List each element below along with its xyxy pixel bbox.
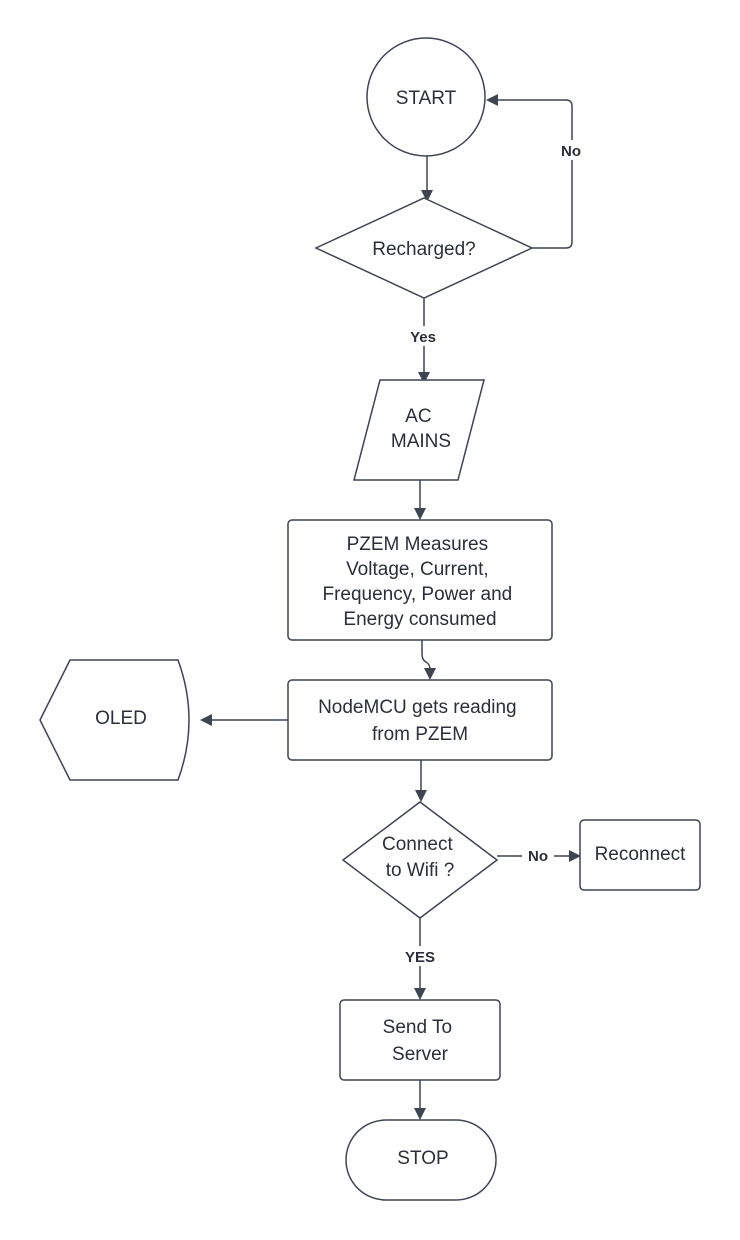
send-process: Send To Server [339,999,501,1081]
start-node: START [366,37,486,157]
edge-label-wifi-yes: YES [405,949,435,966]
reconnect-label: Reconnect [595,844,687,865]
send-label: Send To Server [383,1017,458,1065]
start-label: START [396,88,457,109]
nodemcu-label: NodeMCU gets reading from PZEM [318,697,522,745]
pzem-label: PZEM Measures Voltage, Current, Frequenc… [322,534,517,630]
stop-label: STOP [397,1148,448,1169]
ac-mains-input: AC MAINS [353,379,485,481]
reconnect-process: Reconnect [579,819,701,891]
edge-labels: No Yes No YES [398,140,588,966]
edge-label-wifi-no: No [528,848,548,865]
oled-label: OLED [95,708,147,729]
wifi-decision: Connect to Wifi ? [341,801,499,919]
recharged-label: Recharged? [372,239,476,260]
nodemcu-process: NodeMCU gets reading from PZEM [287,679,553,761]
wifi-label: Connect to Wifi ? [382,834,458,881]
stop-node: STOP [345,1119,497,1201]
edge-recharged-no-loop [486,94,573,249]
ac-mains-label: AC MAINS [391,406,451,452]
edge-pzem-to-nodemcu [421,640,436,680]
pzem-process: PZEM Measures Voltage, Current, Frequenc… [287,519,553,641]
oled-display: OLED [39,659,190,781]
edge-label-recharged-yes: Yes [410,329,436,346]
edge-label-recharged-no: No [561,143,581,160]
recharged-decision: Recharged? [314,197,534,299]
